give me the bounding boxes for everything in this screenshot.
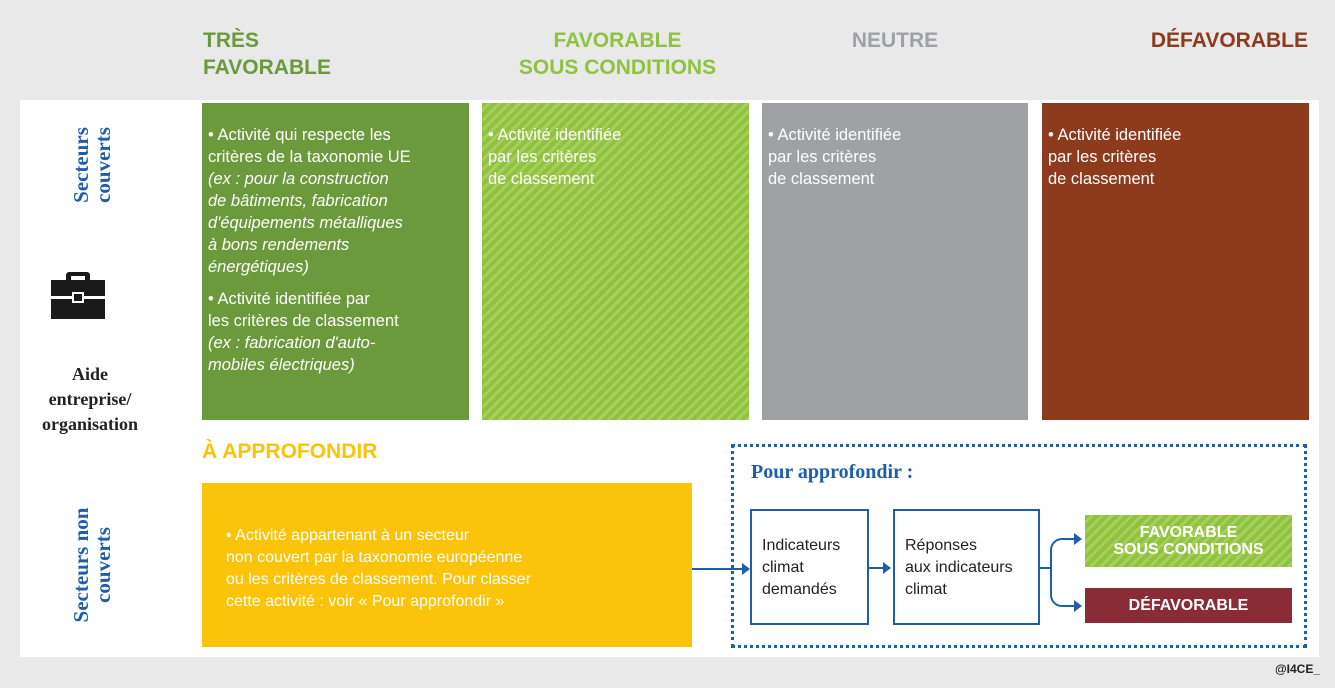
arrow-to-flow: [692, 568, 742, 570]
result-defavorable: DÉFAVORABLE: [1085, 588, 1292, 623]
cell-tres-favorable-example-1: (ex : pour la construction de bâtiments,…: [208, 170, 403, 276]
cell-tres-favorable-example-2: (ex : fabrication d'auto- mobiles électr…: [208, 334, 376, 374]
cell-defavorable: • Activité identifiée par les critères d…: [1042, 103, 1309, 420]
header-favorable-sous-conditions: FAVORABLE SOUS CONDITIONS: [518, 29, 717, 79]
cell-tres-favorable-bullet-2: • Activité identifiée par les critères d…: [208, 290, 399, 330]
branch-upper-head: [1074, 533, 1082, 545]
cell-defavorable-text: • Activité identifiée par les critères d…: [1048, 126, 1182, 188]
step-reponses-indicateurs: Réponses aux indicateurs climat: [893, 509, 1040, 625]
pour-approfondir-title: Pour approfondir :: [751, 461, 914, 483]
approfondir-title: À APPROFONDIR: [202, 440, 378, 463]
credit-label: @I4CE_: [1274, 662, 1320, 676]
cell-tres-favorable: • Activité qui respecte les critères de …: [202, 103, 469, 420]
arrow-head-to-flow: [742, 563, 750, 575]
header-neutre: NEUTRE: [851, 29, 939, 52]
cell-favorable-sous-conditions-text: • Activité identifiée par les critères d…: [488, 126, 622, 188]
briefcase-icon: [50, 268, 106, 320]
cell-tres-favorable-bullet-1: • Activité qui respecte les critères de …: [208, 126, 411, 166]
row-label-secteurs-couverts: Secteurs couverts: [69, 127, 115, 203]
branch-stem: [1040, 567, 1050, 569]
header-tres-favorable: TRÈS FAVORABLE: [203, 29, 331, 79]
arrow-head-step1-step2: [883, 562, 891, 574]
approfondir-box: • Activité appartenant à un secteur non …: [202, 483, 692, 647]
cell-neutre: • Activité identifiée par les critères d…: [762, 103, 1028, 420]
cell-neutre-text: • Activité identifiée par les critères d…: [768, 126, 902, 188]
row-label-secteurs-non-couverts: Secteurs non couverts: [69, 507, 115, 623]
branch-upper: [1050, 538, 1076, 568]
branch-lower-head: [1074, 600, 1082, 612]
header-defavorable: DÉFAVORABLE: [1150, 29, 1308, 52]
result-favorable-sous-conditions: FAVORABLE SOUS CONDITIONS: [1085, 515, 1292, 567]
actor-label: Aide entreprise/ organisation: [41, 364, 138, 434]
branch-lower: [1050, 567, 1076, 607]
arrow-step1-step2: [869, 567, 883, 569]
approfondir-text: • Activité appartenant à un secteur non …: [226, 527, 532, 610]
pour-approfondir-frame: [731, 444, 1307, 648]
step-indicateurs-climat: Indicateurs climat demandés: [750, 509, 869, 625]
cell-favorable-sous-conditions: • Activité identifiée par les critères d…: [482, 103, 749, 420]
